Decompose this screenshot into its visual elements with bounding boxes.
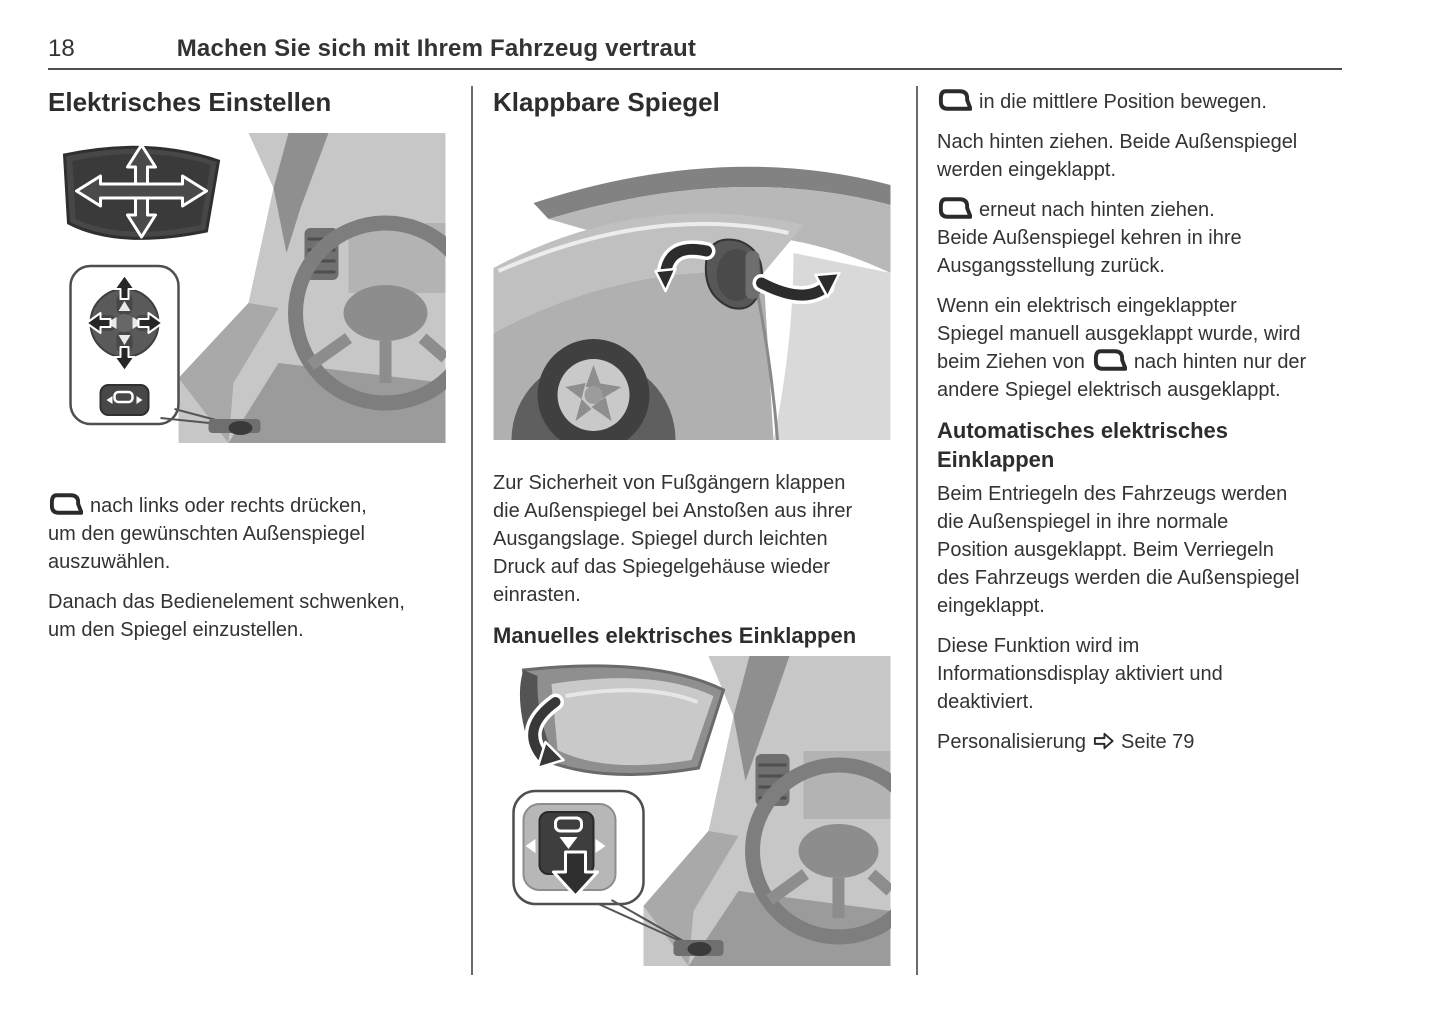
paragraph-text: nach hinten nur der andere Spiegel elekt… <box>937 351 1307 401</box>
cross-reference: Personalisierung Seite 79 <box>937 728 1342 756</box>
paragraph-text: Nach hinten ziehen. Beide Außenspiegel w… <box>937 131 1298 181</box>
mirror-adjuster-icon <box>938 197 972 219</box>
manual-electric-folding-switch-illustration <box>493 656 932 966</box>
body-paragraph: Beim Entriegeln des Fahrzeugs werden die… <box>937 480 1342 620</box>
mirror-adjuster-icon <box>1093 349 1127 371</box>
power-mirror-adjustment-illustration <box>48 133 483 443</box>
page-header: 18 Machen Sie sich mit Ihrem Fahrzeug ver… <box>48 36 1342 70</box>
section-heading: Elektrisches Einstellen <box>48 87 332 117</box>
body-paragraph: nach links oder rechts drücken, um den g… <box>48 492 446 576</box>
column-folding-mirrors: Klappbare Spiegel <box>493 87 932 971</box>
cross-reference-page: Seite 79 <box>1120 731 1195 753</box>
paragraph-text: Diese Funktion wird im Informationsdispl… <box>937 635 1223 713</box>
paragraph-text: Beim Entriegeln des Fahrzeugs werden die… <box>937 483 1300 617</box>
page-title: Machen Sie sich mit Ihrem Fahrzeug vertr… <box>176 35 697 62</box>
body-paragraph: Zur Sicherheit von Fußgängern klappen di… <box>493 469 891 609</box>
body-paragraph: Nach hinten ziehen. Beide Außenspiegel w… <box>937 128 1342 184</box>
body-paragraph: Wenn ein elektrisch eingeklappter Spiege… <box>937 292 1342 404</box>
mirror-adjuster-icon <box>49 493 83 515</box>
column-electric-adjust: Elektrisches Einstellen <box>48 87 483 656</box>
column-separator <box>916 86 918 975</box>
page-number: 18 <box>48 35 75 62</box>
section-heading: Klappbare Spiegel <box>493 87 720 117</box>
page-ref-arrow-icon <box>1093 732 1114 750</box>
subsection-heading: Manuelles elektrisches Einklappen <box>493 623 857 648</box>
paragraph-text: in die mittlere Position bewegen. <box>979 91 1267 113</box>
mirror-folding-exterior-illustration <box>493 133 891 451</box>
cross-reference-label: Personalisierung <box>937 731 1086 753</box>
power-mirror-adjustment-illustration <box>48 133 483 448</box>
subsection-heading: Automatisches elektrisches Einklappen <box>937 418 1229 472</box>
mirror-adjuster-icon <box>938 89 972 111</box>
paragraph-text: Danach das Bedienelement schwenken, um d… <box>48 591 405 641</box>
body-paragraph: Danach das Bedienelement schwenken, um d… <box>48 588 446 644</box>
mirror-folding-exterior-illustration <box>493 133 891 451</box>
body-paragraph: Diese Funktion wird im Informationsdispl… <box>937 632 1342 716</box>
column-folding-instructions: in die mittlere Position bewegen. Nach h… <box>937 88 1342 768</box>
paragraph-text: Zur Sicherheit von Fußgängern klappen di… <box>493 472 853 606</box>
paragraph-text: Wenn ein elektrisch eingeklappter Spiege… <box>937 295 1301 373</box>
paragraph-text: nach links oder rechts drücken, um den g… <box>48 495 367 573</box>
paragraph-text: erneut nach hinten ziehen. Beide Außensp… <box>937 199 1242 277</box>
body-paragraph: in die mittlere Position bewegen. <box>937 88 1342 116</box>
body-paragraph: erneut nach hinten ziehen. Beide Außensp… <box>937 196 1342 280</box>
manual-electric-folding-switch-illustration <box>493 656 932 971</box>
column-separator <box>471 86 473 975</box>
